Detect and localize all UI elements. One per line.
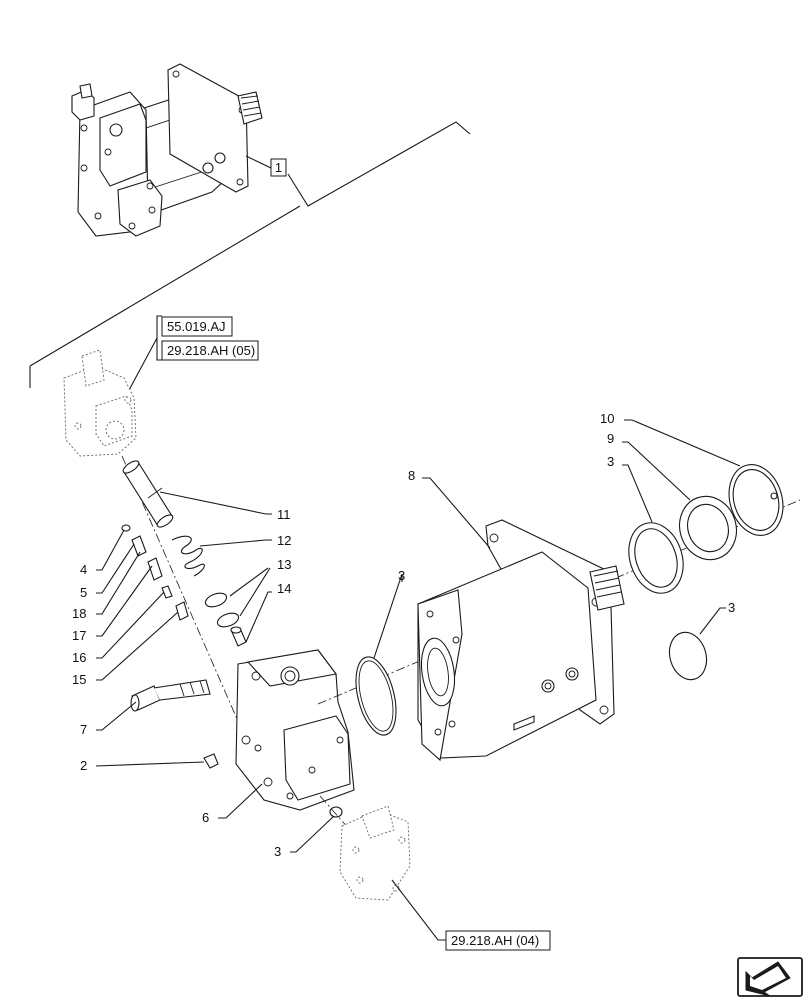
part-6-end-cover (235, 649, 355, 811)
svg-text:7: 7 (80, 722, 87, 737)
part-11-pin (122, 460, 174, 528)
reference-55-019-aj[interactable]: 55.019.AJ (167, 319, 226, 334)
svg-text:3: 3 (728, 600, 735, 615)
svg-text:4: 4 (80, 562, 87, 577)
svg-text:3: 3 (607, 454, 614, 469)
part-12-spring (171, 535, 205, 577)
assembly-axis-left (121, 455, 256, 761)
ghost-valve-lower (339, 805, 411, 901)
svg-text:10: 10 (600, 411, 614, 426)
svg-text:15: 15 (72, 672, 86, 687)
callout-labels: 11 12 13 14 4 5 18 17 16 15 7 2 (72, 411, 741, 859)
part-7-bolt (130, 679, 211, 712)
svg-text:5: 5 (80, 585, 87, 600)
part-3-o-ring-right (668, 631, 708, 681)
part-3-large-o-ring (355, 656, 397, 736)
part-3-shaft-seal (628, 522, 684, 594)
svg-text:12: 12 (277, 533, 291, 548)
reference-block-upper: 55.019.AJ 29.218.AH (05) (127, 315, 259, 393)
svg-text:6: 6 (202, 810, 209, 825)
svg-text:13: 13 (277, 557, 291, 572)
svg-text:3: 3 (274, 844, 281, 859)
svg-text:8: 8 (408, 468, 415, 483)
part-2-plug (203, 753, 219, 769)
reference-29-218-ah-04[interactable]: 29.218.AH (04) (451, 933, 539, 948)
section-separator-line (29, 205, 301, 367)
svg-text:18: 18 (72, 606, 86, 621)
assembled-motor-illustration (71, 63, 263, 237)
part-9-washer (679, 495, 737, 561)
part-8-motor-housing (417, 519, 625, 762)
svg-text:11: 11 (277, 507, 291, 522)
reference-29-218-ah-05[interactable]: 29.218.AH (05) (167, 343, 255, 358)
svg-text:14: 14 (277, 581, 291, 596)
small-parts-stack (121, 524, 189, 621)
svg-text:17: 17 (72, 628, 86, 643)
reference-block-lower: 29.218.AH (04) (391, 879, 551, 951)
next-page-arrow-icon[interactable] (737, 957, 803, 997)
part-3-small-o-ring (329, 806, 343, 818)
part-13-o-rings (204, 592, 240, 628)
part-10-circlip (728, 464, 784, 536)
callout-1: 1 (245, 121, 471, 207)
svg-text:1: 1 (275, 160, 282, 175)
svg-text:2: 2 (80, 758, 87, 773)
svg-text:3: 3 (398, 568, 405, 583)
svg-text:9: 9 (607, 431, 614, 446)
part-14-screw (230, 626, 247, 647)
svg-text:16: 16 (72, 650, 86, 665)
ghost-valve-upper (63, 349, 137, 457)
